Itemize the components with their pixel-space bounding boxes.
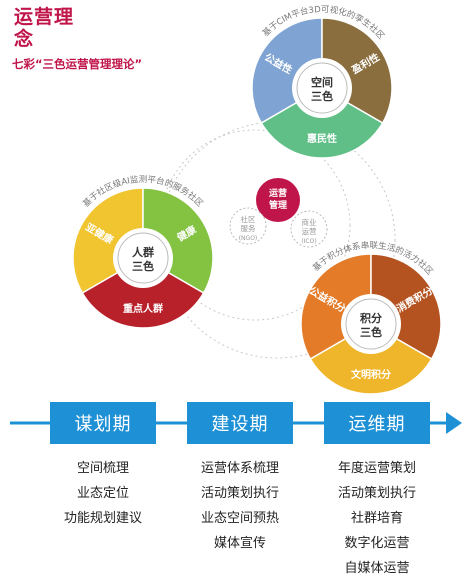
commercial-operation-sub: (ICO) [301,238,316,245]
wheel-core-label-line2: 三色 [132,259,154,273]
community-service-line1: 社区 [241,214,256,224]
task-item: 自媒体运营 [344,561,410,576]
wheel-core-label-line1: 积分 [360,311,382,325]
operation-tasks: 年度运营策划活动策划执行社群培育数字化运营自媒体运营 [307,456,447,581]
community-service-sub: (NGO) [239,235,258,242]
task-item: 媒体宣传 [213,536,266,551]
wheel-core-ring [345,298,397,350]
task-item: 空间梳理 [76,461,129,476]
wheel-core-label-line2: 三色 [360,325,382,339]
center-title-line1: 运营 [269,187,287,199]
timeline-arrow-icon [446,412,462,434]
wheel-segment-label: 文明积分 [351,368,391,381]
phase-operation: 运维期 [324,402,430,444]
task-item: 数字化运营 [344,536,410,551]
space-wheel: 基于CIM平台3D可视化的孪生社区公益性盈利性惠民性空间三色 [251,4,393,159]
wheel-core [113,228,173,288]
community-service-line2: 服务 [241,223,256,233]
wheel-core [292,58,352,118]
task-item: 运营体系梳理 [200,461,279,476]
wheel-core-ring [296,62,348,114]
task-item: 功能规划建议 [63,511,142,526]
task-item: 社群培育 [350,511,403,526]
commercial-operation-circle [290,210,328,248]
commercial-operation-line2: 运营 [302,226,317,236]
task-item: 业态空间预热 [200,511,279,526]
construction-tasks: 运营体系梳理活动策划执行业态空间预热媒体宣传 [170,456,310,556]
people-wheel: 基于社区级AI监测平台的服务社区亚健康健康重点人群人群三色 [72,174,214,329]
community-service-circle [229,207,267,245]
planning-tasks: 空间梳理业态定位功能规划建议 [33,456,173,531]
task-item: 活动策划执行 [200,486,279,501]
wheel-core-label-line2: 三色 [311,89,333,103]
task-item: 活动策划执行 [337,486,416,501]
wheel-core-label-line1: 人群 [132,245,154,259]
commercial-operation-line1: 商业 [302,217,317,227]
wheel-core [341,294,401,354]
task-item: 业态定位 [76,486,129,501]
center-title-line2: 管理 [269,199,287,211]
connector-circle-center [159,129,351,321]
page-title: 运营理念 [14,6,75,50]
wheel-segment-label: 重点人群 [123,302,163,315]
center-core [256,178,300,222]
wheel-core-ring [117,232,169,284]
phase-construction: 建设期 [187,402,293,444]
points-wheel: 基于积分体系串联生活的活力社区公益积分消费积分文明积分积分三色 [300,240,442,395]
phase-planning: 谋划期 [50,402,156,444]
task-item: 年度运营策划 [337,461,416,476]
wheel-segment-label: 惠民性 [307,132,337,145]
wheel-core-label-line1: 空间 [311,75,333,89]
page-subtitle: 七彩“三色运营管理理论” [12,57,143,71]
